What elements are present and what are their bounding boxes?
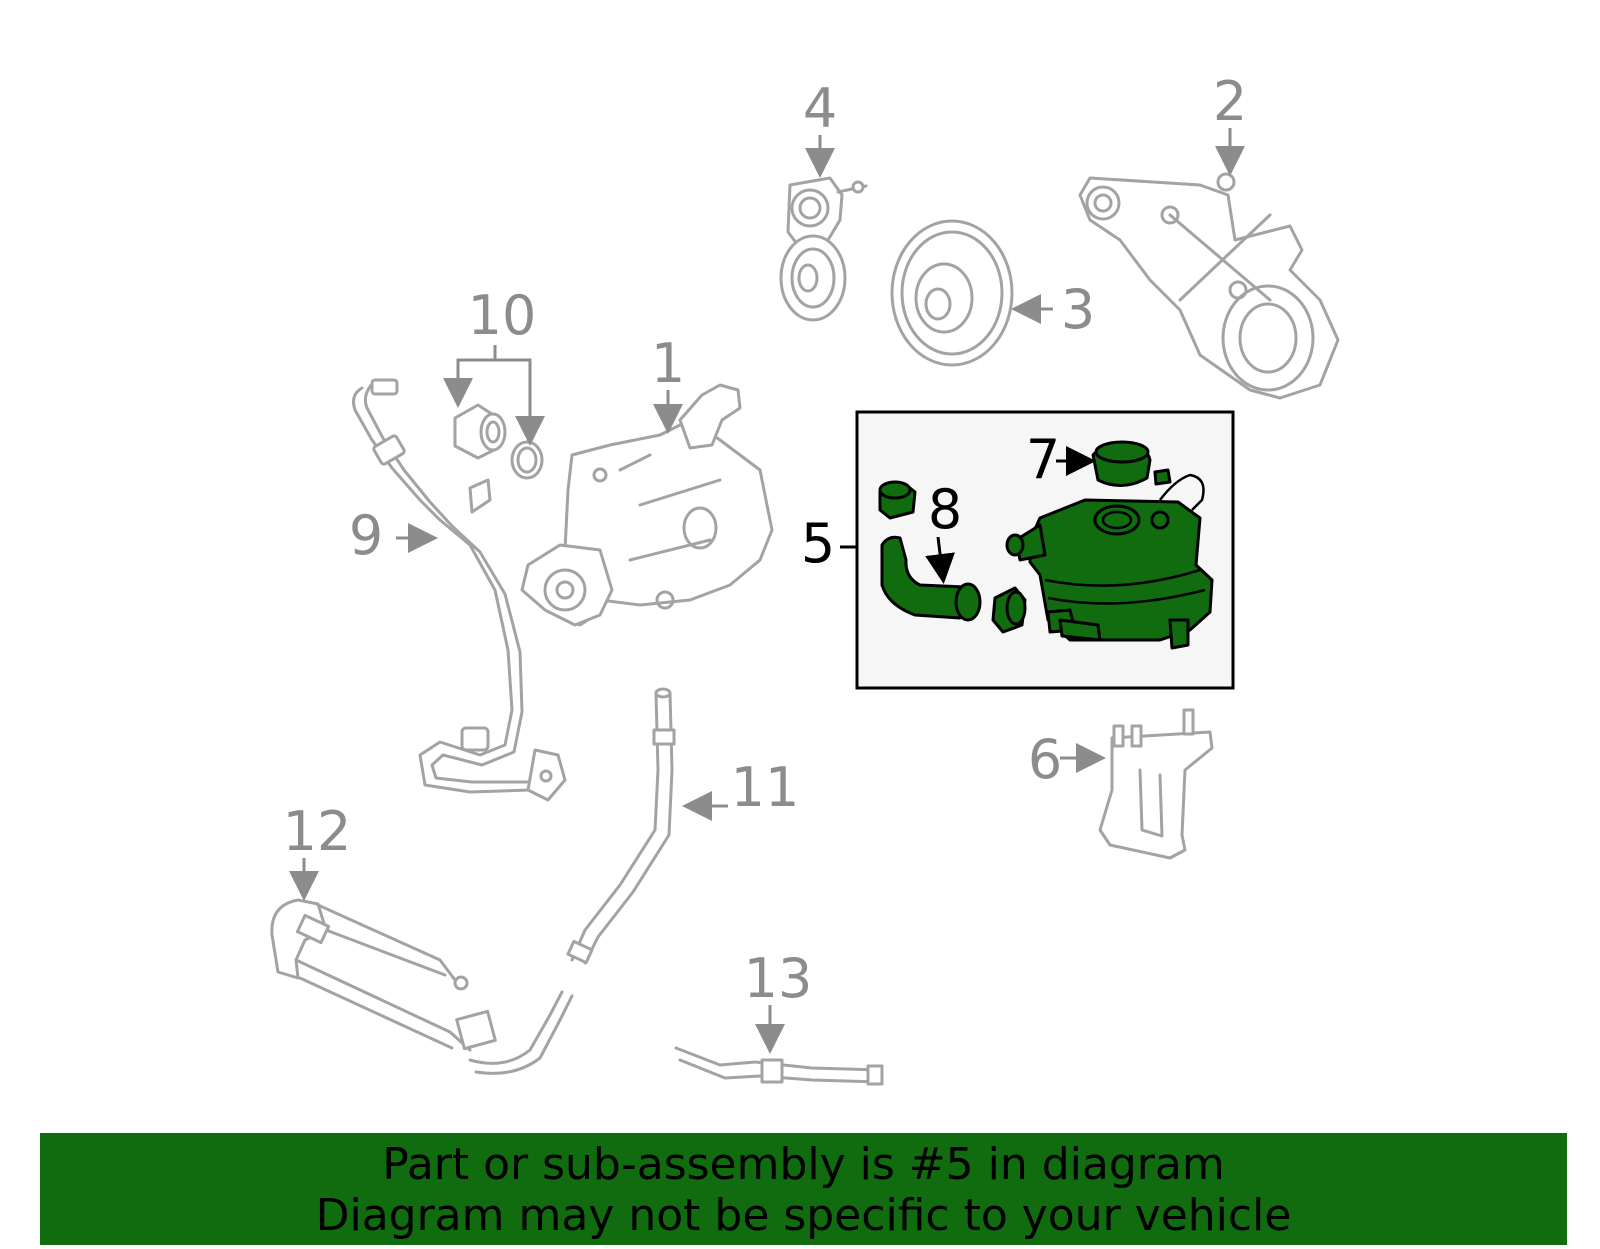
- return-hose-part-11[interactable]: [566, 687, 676, 965]
- callout-11: 11: [731, 756, 800, 819]
- banner-line-2: Diagram may not be specific to your vehi…: [315, 1190, 1292, 1241]
- fitting-part-10[interactable]: [453, 403, 544, 480]
- callout-8: 8: [928, 478, 962, 541]
- hose-part-8[interactable]: [878, 480, 1027, 634]
- callout-3: 3: [1061, 278, 1095, 341]
- pump-bracket-part-2[interactable]: [1078, 172, 1340, 400]
- callout-9: 9: [349, 504, 383, 567]
- pressure-hose-part-9[interactable]: [352, 378, 567, 802]
- callout-2: 2: [1213, 70, 1247, 133]
- banner-line-1: Part or sub-assembly is #5 in diagram: [382, 1139, 1225, 1190]
- callout-10: 10: [468, 284, 537, 347]
- tensioner-pulley-part-4[interactable]: [779, 176, 868, 322]
- callout-12: 12: [283, 800, 352, 863]
- cooler-part-12[interactable]: [270, 898, 574, 1075]
- reservoir-part-5[interactable]: [1005, 468, 1214, 650]
- leader-8: [925, 536, 955, 584]
- callout-7: 7: [1026, 428, 1060, 491]
- callout-13: 13: [744, 947, 813, 1010]
- reservoir-bracket-part-6[interactable]: [1098, 708, 1214, 860]
- info-banner: Part or sub-assembly is #5 in diagram Di…: [40, 1133, 1567, 1245]
- callout-6: 6: [1028, 728, 1062, 791]
- power-steering-pump-part-1[interactable]: [520, 383, 774, 627]
- pulley-part-3[interactable]: [890, 219, 1014, 367]
- callout-1: 1: [651, 332, 685, 395]
- callout-5: 5: [801, 512, 835, 575]
- callout-4: 4: [803, 77, 837, 140]
- pipe-part-13[interactable]: [674, 1046, 884, 1086]
- reservoir-cap-part-7[interactable]: [1091, 440, 1152, 487]
